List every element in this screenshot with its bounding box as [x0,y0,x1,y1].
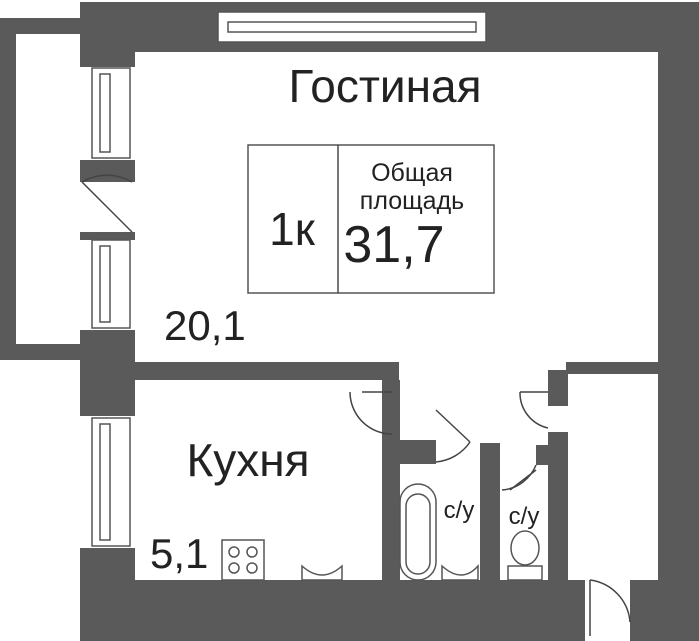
fixtures [221,483,543,581]
summary-box [247,144,495,294]
living-room-area: 20,1 [164,302,246,349]
bathroom-2-label: с/у [509,503,540,530]
kitchen-area: 5,1 [150,530,208,577]
windows [91,11,487,547]
doors [81,174,631,636]
total-area-label-line1: Общая [371,159,453,187]
total-area-value: 31,7 [343,216,444,274]
apartment-type: 1к [269,203,316,255]
bathroom-1-label: с/у [444,497,475,524]
kitchen-name: Кухня [186,434,309,486]
balcony-frame [0,18,80,360]
interior-walls [135,362,658,592]
outer-walls [80,2,699,641]
total-area-label-line2: площадь [360,187,464,215]
living-room-name: Гостиная [288,60,481,112]
